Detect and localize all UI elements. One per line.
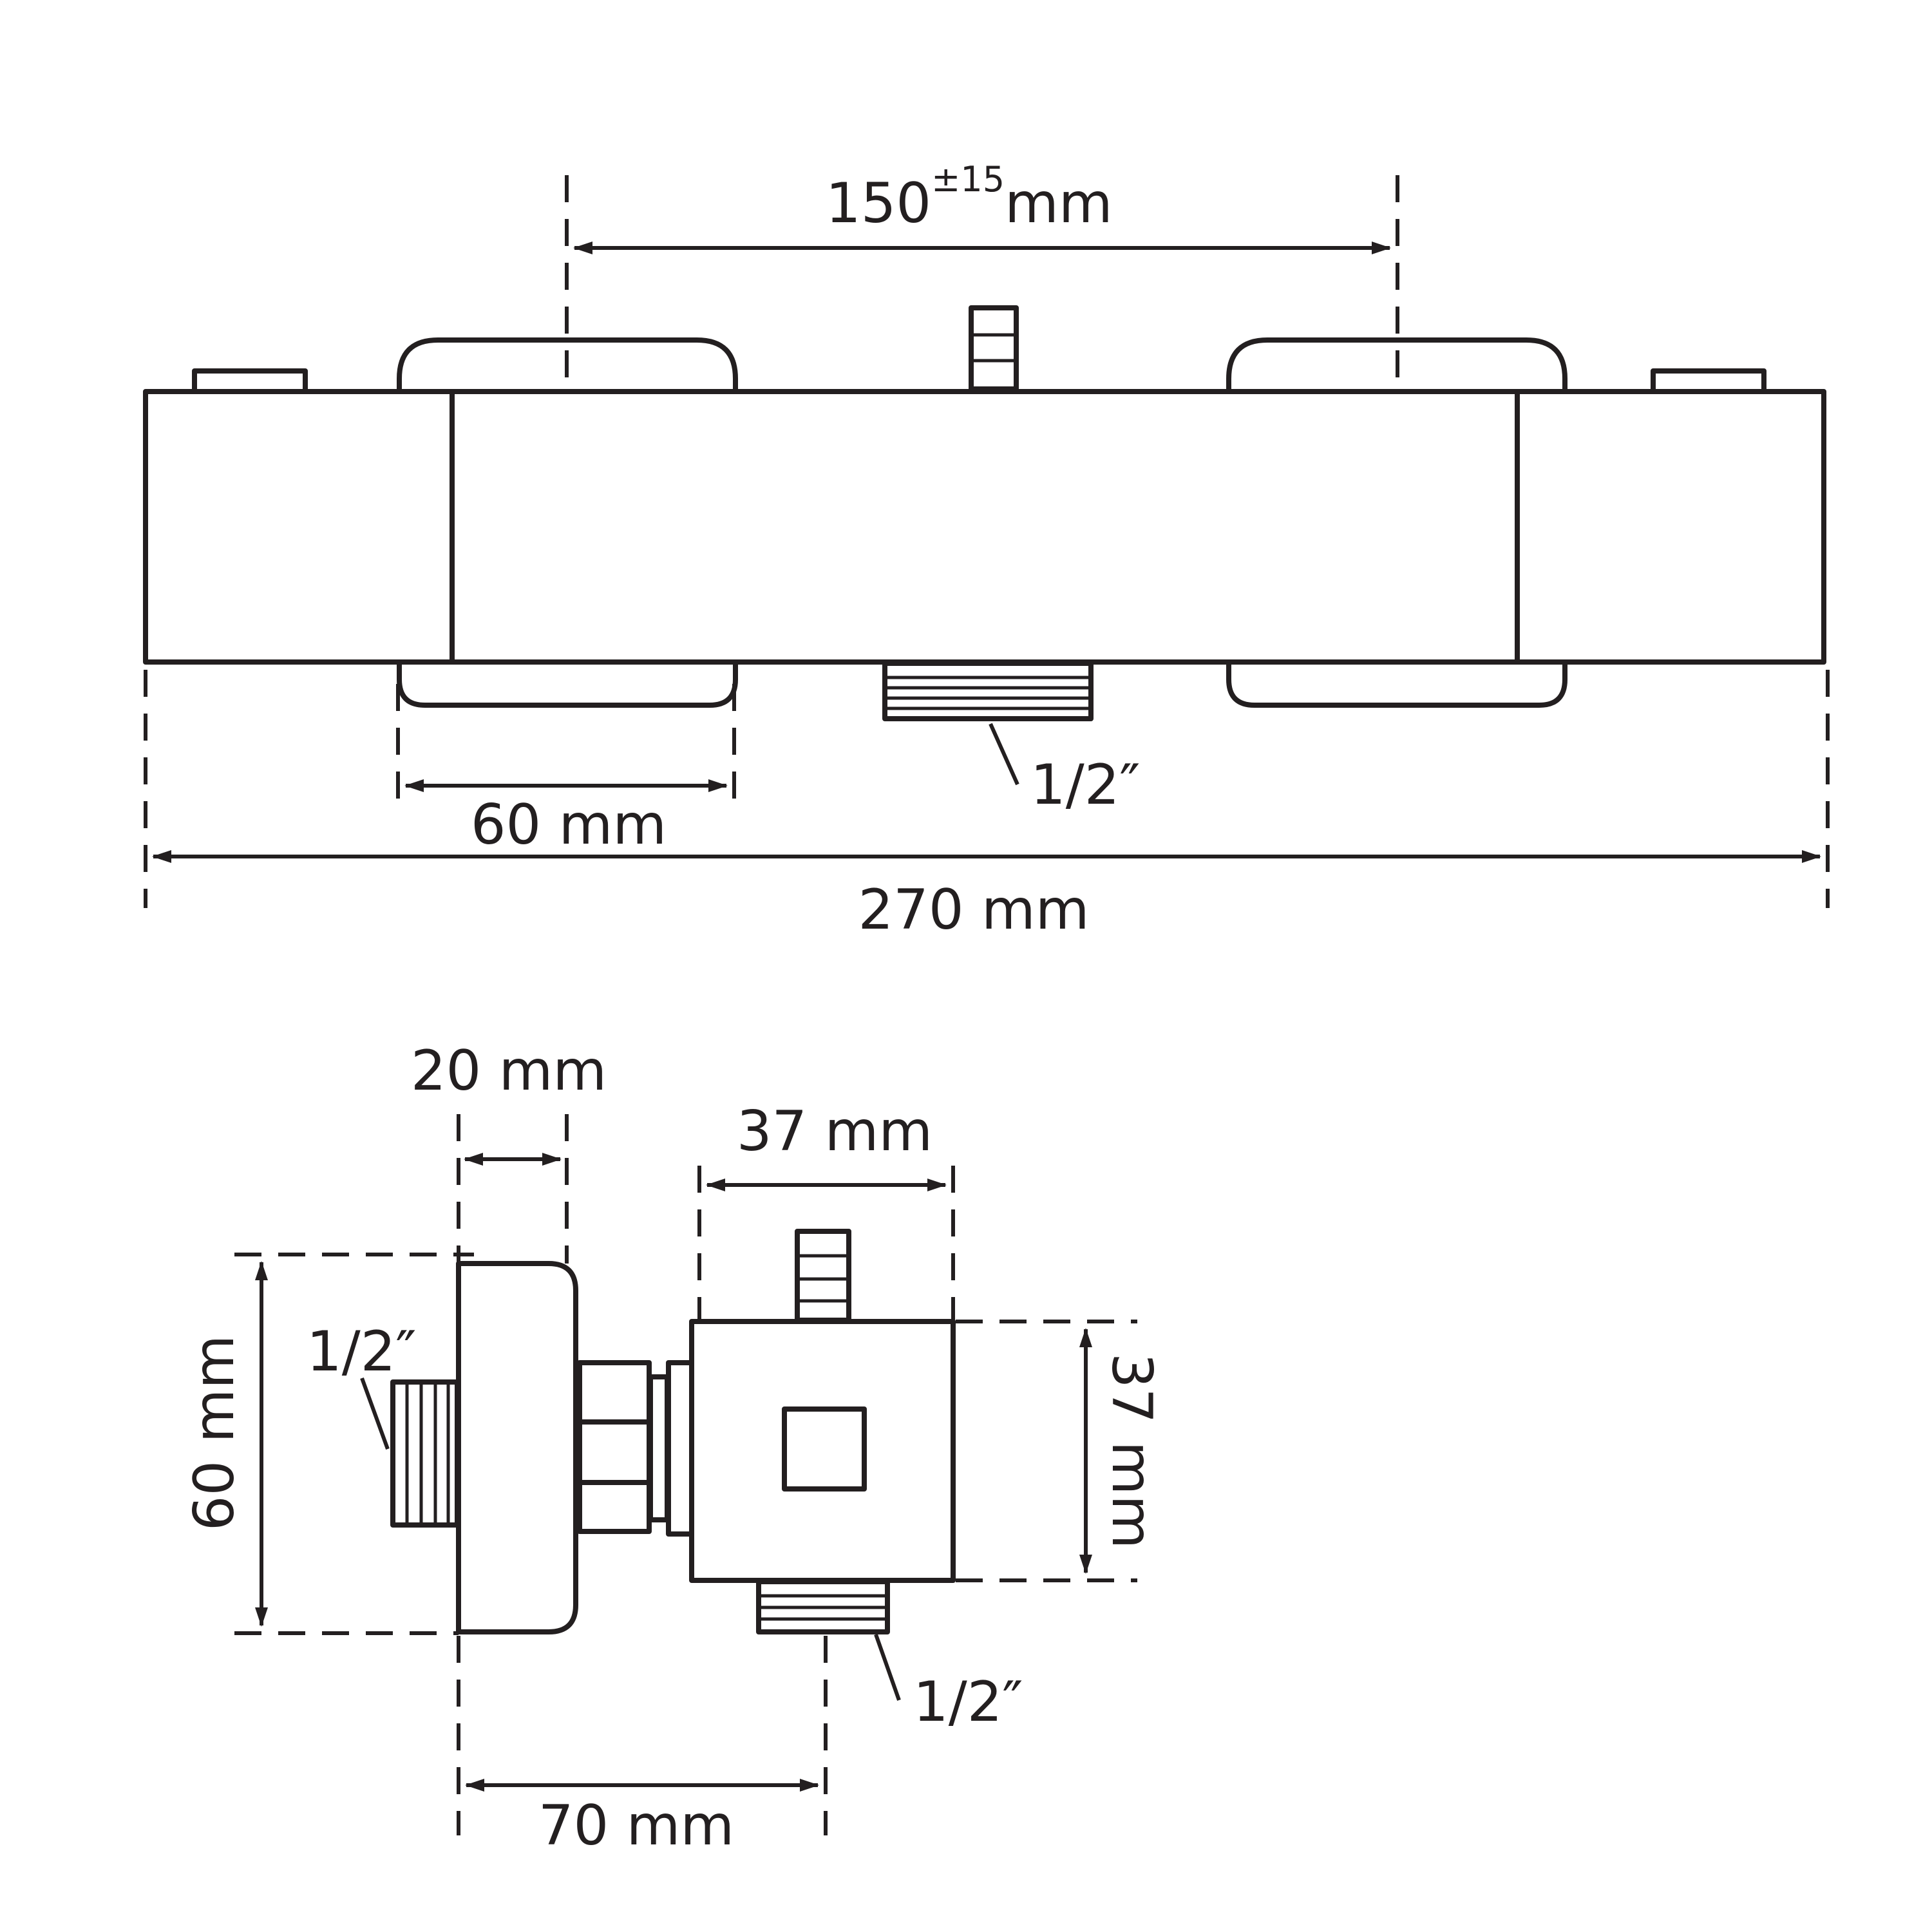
side-handle xyxy=(456,1261,578,1634)
top-spindle xyxy=(969,305,1019,392)
connector-nut xyxy=(648,1374,670,1522)
body-height-dimension: 37 mm xyxy=(956,1320,1164,1582)
side-outlet-label: 1/2″ xyxy=(913,1670,1023,1734)
body-square xyxy=(782,1406,867,1492)
connector xyxy=(577,1360,652,1534)
side-outlet-thread xyxy=(756,1579,890,1634)
right-upper-handle xyxy=(1226,337,1567,393)
left-upper-handle xyxy=(397,337,738,393)
projection-dimension: 70 mm xyxy=(457,1636,828,1858)
side-spindle xyxy=(795,1229,851,1323)
inlet-thread xyxy=(390,1379,460,1528)
projection-label: 70 mm xyxy=(538,1794,734,1858)
total-length-dimension: 270 mm xyxy=(144,670,1830,942)
spacing-dimension: 150±15mm xyxy=(565,159,1399,392)
svg-text:150±15mm: 150±15mm xyxy=(826,159,1113,236)
side-outlet-leader xyxy=(874,1634,901,1701)
right-end-cap xyxy=(1651,368,1766,394)
body-width-dimension: 37 mm xyxy=(697,1099,955,1320)
front-view: 150±15mm 60 mm 1/2″ 270 mm xyxy=(143,159,1830,942)
body-width-label: 37 mm xyxy=(737,1099,933,1164)
spacing-unit: mm xyxy=(1005,171,1113,236)
side-view: 1/2″ 1/2″ 20 mm xyxy=(182,1039,1164,1858)
mixer-body xyxy=(143,389,1826,665)
handle-width-label: 60 mm xyxy=(471,793,667,857)
inlet-thread-leader xyxy=(360,1377,390,1450)
side-body xyxy=(689,1319,956,1583)
right-lower-handle xyxy=(1226,662,1567,708)
total-length-label: 270 mm xyxy=(858,878,1089,942)
inlet-thread-label: 1/2″ xyxy=(307,1320,417,1384)
wall-depth-dimension: 20 mm xyxy=(411,1039,607,1264)
spacing-tolerance: ±15 xyxy=(931,159,1005,200)
outlet-thread xyxy=(882,661,1094,721)
height-label: 60 mm xyxy=(182,1335,247,1531)
spacing-value: 150 xyxy=(826,171,931,236)
height-dimension: 60 mm xyxy=(182,1253,474,1635)
outlet-thread-label: 1/2″ xyxy=(1030,753,1141,817)
left-lower-handle xyxy=(397,662,738,708)
wall-depth-label: 20 mm xyxy=(411,1039,607,1103)
handle-width-dimension: 60 mm xyxy=(396,684,736,857)
body-height-label: 37 mm xyxy=(1099,1353,1164,1549)
outlet-thread-leader xyxy=(989,723,1019,786)
connector-flange xyxy=(666,1360,694,1537)
left-end-cap xyxy=(192,368,308,394)
